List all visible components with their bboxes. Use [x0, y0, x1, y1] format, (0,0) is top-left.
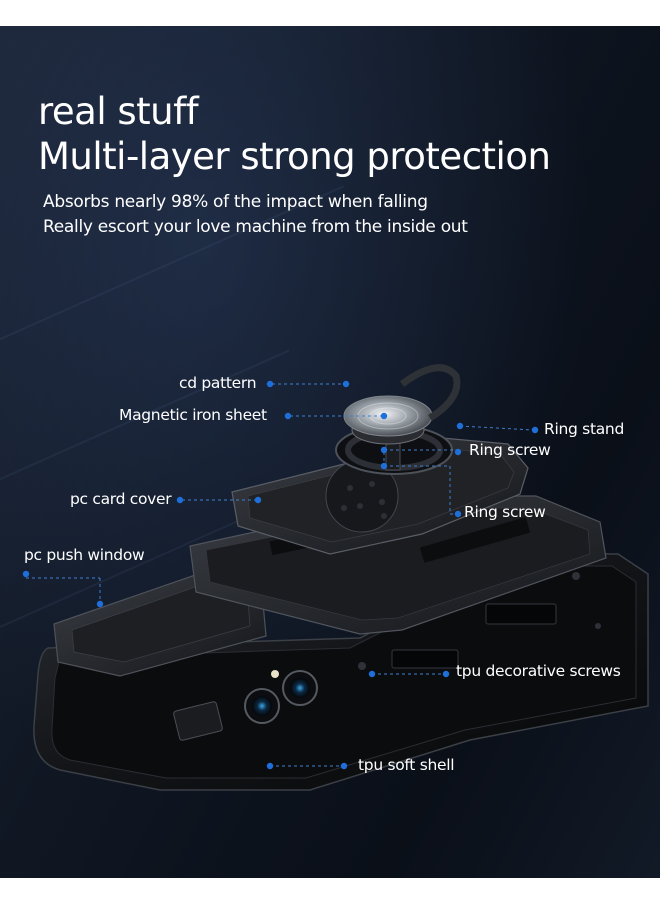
callout-pc-push-window: pc push window	[24, 546, 145, 564]
product-poster: real stuff Multi-layer strong protection…	[0, 26, 660, 878]
callout-magnetic-iron-sheet: Magnetic iron sheet	[119, 406, 267, 424]
callout-ring-screw-lower: Ring screw	[464, 503, 546, 521]
callout-cd-pattern: cd pattern	[179, 374, 257, 392]
headline-line-1: real stuff	[38, 90, 199, 133]
callout-tpu-soft-shell: tpu soft shell	[358, 756, 455, 774]
ring-stand-shape	[335, 364, 461, 475]
tpu-soft-shell-shape	[33, 553, 649, 791]
pc-card-cover-shape	[231, 435, 529, 555]
callout-pc-card-cover: pc card cover	[70, 490, 172, 508]
callout-ring-stand: Ring stand	[544, 420, 624, 438]
subtext-line-1: Absorbs nearly 98% of the impact when fa…	[43, 192, 428, 212]
callout-ring-screw-upper: Ring screw	[469, 441, 551, 459]
exploded-case-illustration	[22, 364, 649, 791]
callout-tpu-decorative-screws: tpu decorative screws	[456, 662, 621, 680]
subtext-line-2: Really escort your love machine from the…	[43, 217, 468, 237]
leader-lines	[25, 383, 534, 767]
headline-line-2: Multi-layer strong protection	[38, 135, 551, 178]
callout-dots	[22, 380, 539, 770]
